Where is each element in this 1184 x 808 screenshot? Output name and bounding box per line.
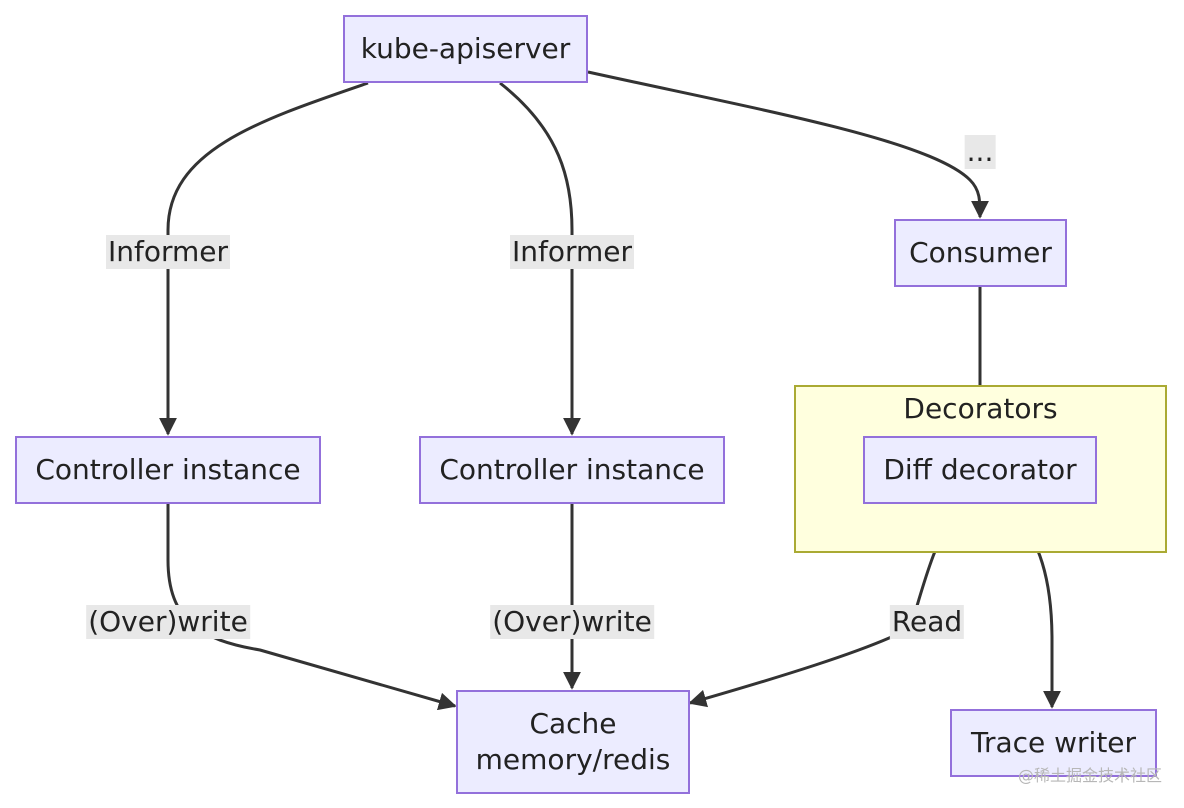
edge-apiserver-to-controller-mid xyxy=(499,81,581,436)
edge-label-ellipsis: ... xyxy=(964,135,996,169)
kube-apiserver-label: kube-apiserver xyxy=(360,32,571,65)
edge-label-read: Read xyxy=(889,605,965,639)
controller-instance-mid-node[interactable]: Controller instance xyxy=(419,436,725,504)
edge-label-overwrite-left: (Over)write xyxy=(86,605,250,639)
diff-decorator-node[interactable]: Diff decorator xyxy=(863,436,1097,504)
trace-writer-node[interactable]: Trace writer xyxy=(950,709,1157,777)
watermark-text: @稀土掘金技术社区 xyxy=(1017,766,1162,785)
edge-label-overwrite-mid: (Over)write xyxy=(490,605,654,639)
decorators-cluster-title: Decorators xyxy=(903,392,1058,425)
controller-instance-mid-label: Controller instance xyxy=(439,453,705,486)
cache-node[interactable]: Cache memory/redis xyxy=(456,690,690,794)
edge-label-informer-mid: Informer xyxy=(509,235,635,269)
edge-controller-left-to-cache xyxy=(166,504,457,711)
consumer-node[interactable]: Consumer xyxy=(894,219,1067,287)
diff-decorator-label: Diff decorator xyxy=(883,453,1077,486)
kube-apiserver-node[interactable]: kube-apiserver xyxy=(343,15,588,83)
edge-apiserver-to-controller-left xyxy=(159,81,369,436)
cache-label-line1: Cache xyxy=(529,707,617,740)
cache-label-line2: memory/redis xyxy=(475,743,671,776)
trace-writer-label: Trace writer xyxy=(970,726,1137,759)
decorators-cluster: Decorators xyxy=(794,385,1167,553)
controller-instance-left-node[interactable]: Controller instance xyxy=(15,436,321,504)
edge-label-informer-left: Informer xyxy=(105,235,231,269)
controller-instance-left-label: Controller instance xyxy=(35,453,301,486)
edge-apiserver-to-consumer xyxy=(587,70,989,219)
consumer-label: Consumer xyxy=(909,236,1052,269)
